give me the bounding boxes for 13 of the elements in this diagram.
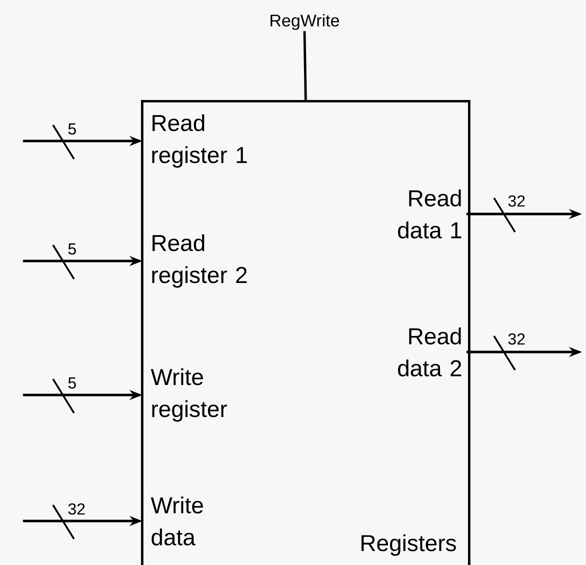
port-label: Read data 2: [398, 328, 462, 376]
bus-width-label: 5: [68, 377, 76, 389]
port-label: Read data 1: [398, 190, 462, 238]
port-label: Read register 1: [152, 114, 247, 168]
bus-width-label: 32: [68, 503, 85, 515]
signal-label: RegWrite: [270, 14, 340, 30]
port-label: Write data: [150, 496, 203, 546]
bus-width-label: 5: [68, 123, 76, 135]
port-label: Write register: [150, 368, 227, 422]
bus-width-label: 32: [508, 333, 525, 345]
bus-width-label: 32: [508, 195, 525, 207]
port-label: Read register 2: [152, 234, 247, 288]
bus-width-label: 5: [68, 243, 76, 255]
